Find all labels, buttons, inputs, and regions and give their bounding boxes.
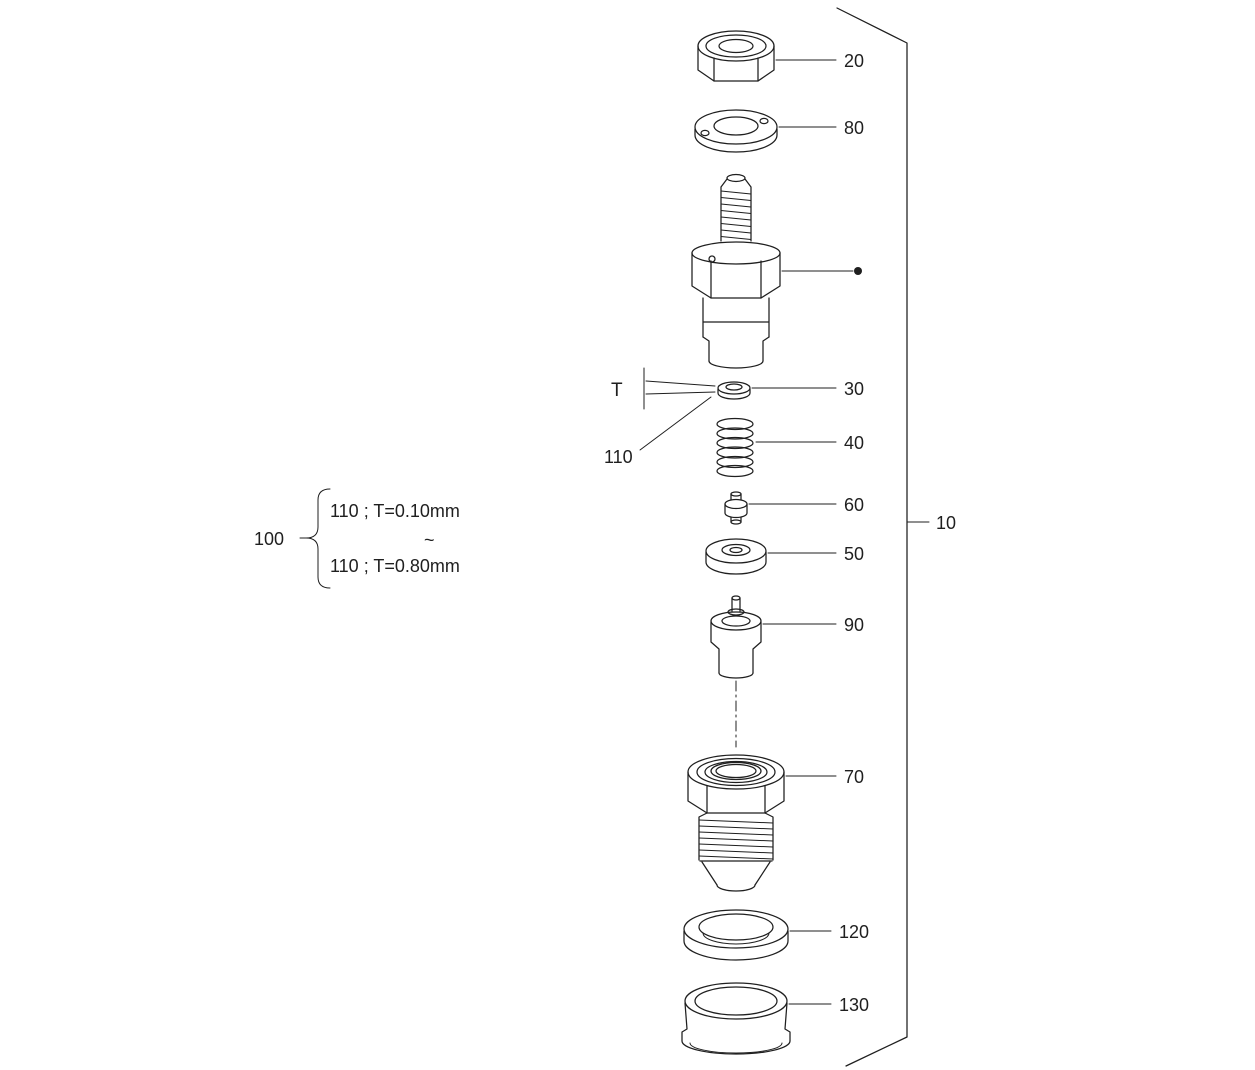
exploded-view-drawing: [299, 7, 930, 1067]
label-60: 60: [844, 495, 864, 515]
thickness-dimension: [639, 367, 716, 451]
shim-range-line2: 110 ; T=0.80mm: [330, 556, 460, 576]
part-60-valve-pin: [724, 491, 748, 525]
label-130: 130: [839, 995, 869, 1015]
part-90-nozzle-needle: [710, 595, 762, 679]
nut-thread-lines: [698, 819, 774, 860]
label-40: 40: [844, 433, 864, 453]
leader-lines: [748, 59, 862, 1005]
body-callout-dot: [854, 267, 862, 275]
label-110: 110: [604, 447, 633, 467]
part-20-hex-nut: [697, 30, 775, 82]
label-80: 80: [844, 118, 864, 138]
assembly-bracket: [836, 7, 930, 1067]
part-40-spring: [716, 417, 754, 478]
leader-110: [639, 396, 712, 451]
shim-range-tilde: ~: [424, 530, 435, 550]
shim-range-line1: 110 ; T=0.10mm: [330, 501, 460, 521]
injector-body: [691, 173, 781, 369]
label-10: 10: [936, 513, 956, 533]
label-50: 50: [844, 544, 864, 564]
part-80-washer: [694, 109, 778, 153]
label-thickness-T: T: [611, 380, 623, 401]
part-70-retaining-nut: [687, 754, 785, 892]
part-120-gasket: [683, 909, 789, 961]
part-50-spacer: [705, 538, 767, 575]
stud-thread-lines: [720, 190, 752, 240]
callout-labels: 20 80 30 40 60 50 90 70 120 130 10 T 110…: [254, 51, 956, 1015]
shim-range-brace: [299, 488, 331, 589]
part-130-cap: [681, 982, 791, 1055]
label-120: 120: [839, 922, 869, 942]
label-30: 30: [844, 379, 864, 399]
label-70: 70: [844, 767, 864, 787]
label-20: 20: [844, 51, 864, 71]
part-30-shim: [717, 381, 751, 400]
label-100: 100: [254, 529, 284, 549]
label-90: 90: [844, 615, 864, 635]
